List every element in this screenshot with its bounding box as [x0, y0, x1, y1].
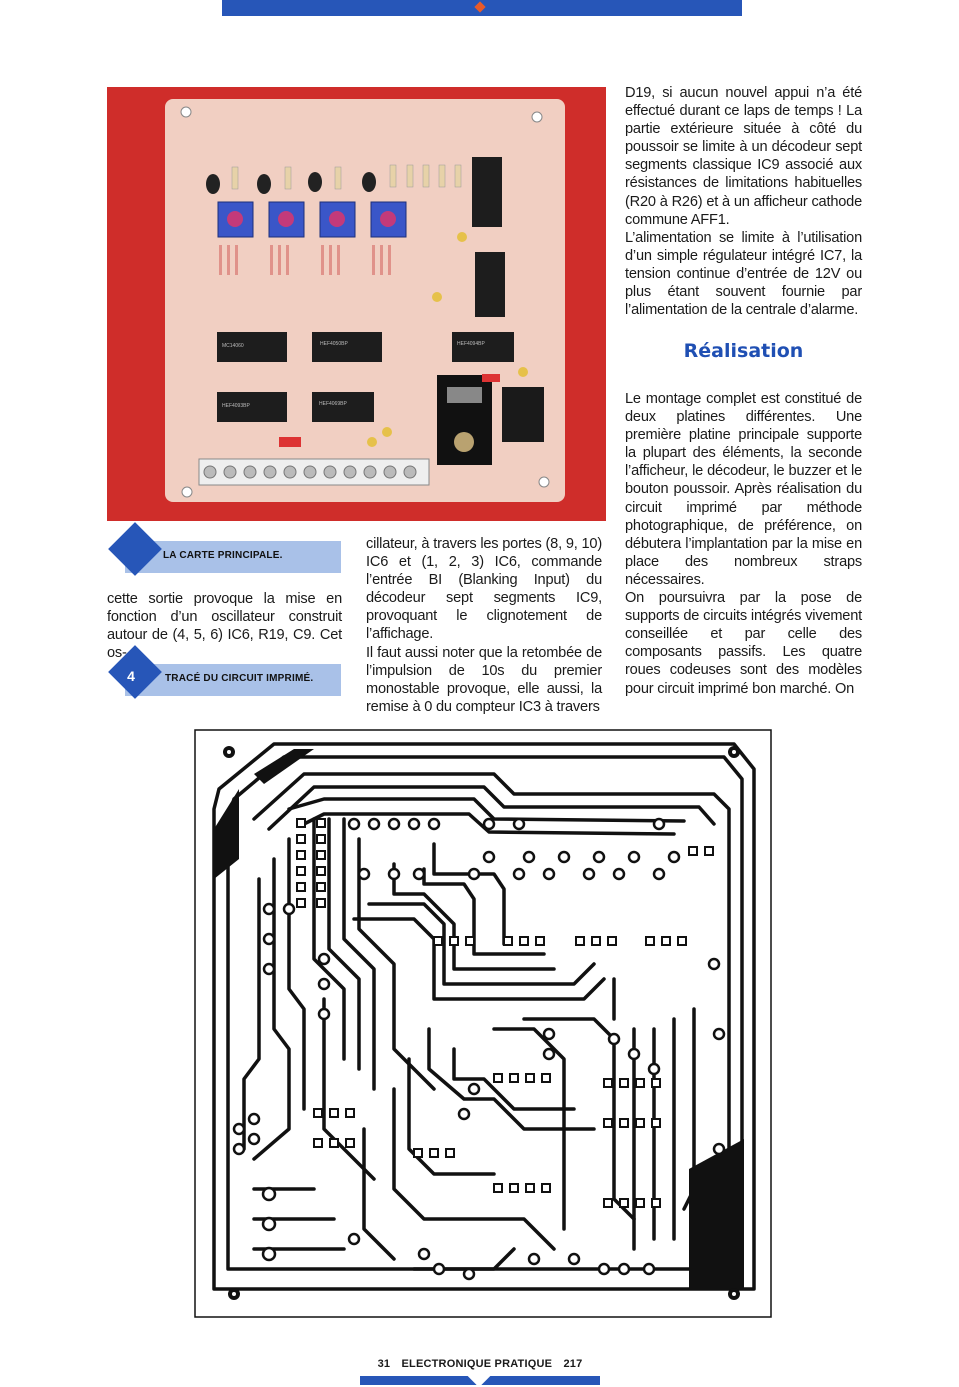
column-3-bottom: Le montage complet est constitué de deux… — [625, 390, 862, 698]
figure-number: 4 — [127, 668, 135, 684]
page-footer: 31 ELECTRONIQUE PRATIQUE 217 — [0, 1358, 959, 1387]
col3-paragraph-3: Le montage complet est constitué de deux… — [625, 391, 862, 588]
svg-text:HEF4093BP: HEF4093BP — [222, 403, 250, 409]
col3-paragraph-2: L’alimentation se limite à l’utilisation… — [625, 229, 862, 319]
pcb-copper-pads — [214, 749, 744, 1289]
photo-caption: LA CARTE PRINCIPALE. — [108, 522, 341, 576]
issue-number: 217 — [563, 1358, 583, 1370]
col3-paragraph-4: On poursuivra par la pose de supports de… — [625, 590, 862, 697]
page-number: 31 — [377, 1358, 391, 1370]
col2-paragraph-1: cillateur, à travers les portes (8, 9, 1… — [366, 536, 602, 643]
footer-line: 31 ELECTRONIQUE PRATIQUE 217 — [365, 1358, 595, 1370]
col3-paragraph-1: D19, si aucun nouvel appui n’a été effec… — [625, 85, 862, 228]
pcb-round-pads — [232, 817, 726, 1281]
svg-text:HEF4069BP: HEF4069BP — [319, 401, 347, 407]
top-diamond-ornament — [474, 1, 486, 13]
svg-text:MC14060: MC14060 — [222, 343, 244, 349]
pcb-ic-pads — [296, 818, 714, 1208]
figure-caption: 4 TRACÉ DU CIRCUIT IMPRIMÉ. — [108, 645, 341, 699]
column-2: cillateur, à travers les portes (8, 9, 1… — [366, 535, 602, 716]
svg-text:HEF4094BP: HEF4094BP — [457, 341, 485, 347]
column-3-top: D19, si aucun nouvel appui n’a été effec… — [625, 84, 862, 319]
top-color-bar — [222, 0, 742, 16]
pcb-traces — [212, 742, 756, 1291]
col1-paragraph-1: cette sortie provoque la mise en fonctio… — [107, 591, 342, 662]
column-1: cette sortie provoque la mise en fonctio… — [107, 590, 342, 662]
pcb-trace-figure — [194, 729, 772, 1318]
section-heading: Réalisation — [683, 340, 804, 362]
photo-caption-text: LA CARTE PRINCIPALE. — [163, 550, 283, 561]
svg-text:HEF4050BP: HEF4050BP — [320, 341, 348, 347]
magazine-name: ELECTRONIQUE PRATIQUE — [401, 1358, 553, 1370]
col2-paragraph-2: Il faut aussi noter que la retombée de l… — [366, 644, 602, 715]
figure-caption-text: TRACÉ DU CIRCUIT IMPRIMÉ. — [165, 673, 314, 684]
caption-diamond — [108, 522, 162, 576]
